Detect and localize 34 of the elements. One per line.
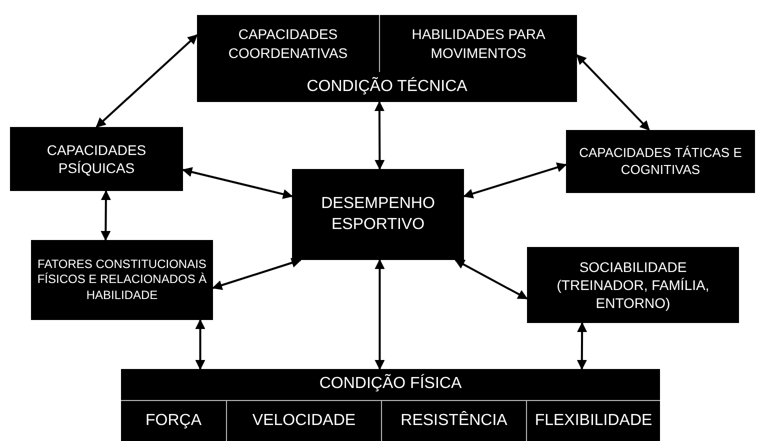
box-text: CAPACIDADES PSÍQUICAS	[46, 140, 148, 178]
concept-box	[31, 240, 213, 320]
concept-box	[527, 247, 739, 323]
box-text: FORÇA	[146, 410, 202, 431]
concept-box	[10, 127, 183, 191]
box-text: DESEMPENHO ESPORTIVO	[320, 194, 436, 234]
concept-box	[382, 400, 527, 441]
double-arrow	[100, 190, 111, 241]
concept-box	[121, 400, 227, 441]
box-text: FLEXIBILIDADE	[534, 410, 652, 431]
box-text: FATORES CONSTITUCIONAIS FÍSICOS E RELACIONADOS À HABILIDADE	[37, 256, 207, 304]
double-arrow	[374, 259, 385, 370]
double-arrow	[576, 54, 650, 131]
box-text: CAPACIDADES TÁTICAS E COGNITIVAS	[578, 144, 743, 178]
box-text: VELOCIDADE	[252, 410, 356, 431]
double-arrow	[195, 319, 206, 370]
double-arrow	[96, 34, 198, 128]
group-box	[197, 15, 577, 102]
concept-box	[566, 130, 755, 193]
group-heading: CONDIÇÃO FÍSICA	[318, 373, 463, 394]
double-arrow	[463, 162, 567, 198]
double-arrow	[454, 259, 528, 300]
double-arrow	[374, 101, 385, 170]
group-box	[121, 369, 660, 441]
group-heading: CONDIÇÃO TÉCNICA	[306, 76, 468, 97]
double-arrow	[182, 167, 293, 200]
concept-box	[292, 169, 464, 260]
box-text: HABILIDADES PARA MOVIMENTOS	[410, 25, 546, 62]
box-text: RESISTÊNCIA	[400, 410, 508, 431]
double-arrow	[576, 322, 588, 370]
concept-box	[227, 400, 382, 441]
box-text: SOCIABILIDADE (TREINADOR, FAMÍLIA, ENTORNO)	[556, 258, 710, 312]
double-arrow	[212, 258, 302, 290]
box-text: CAPACIDADES COORDENATIVAS	[227, 25, 349, 62]
